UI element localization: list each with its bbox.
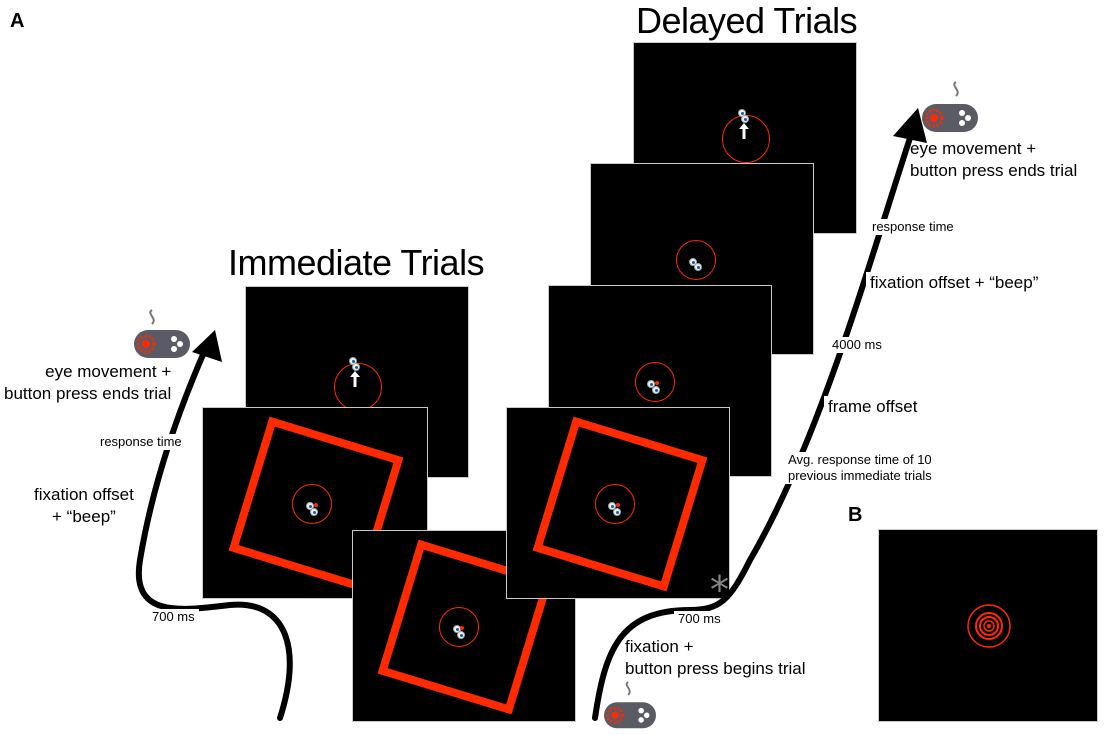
gamepad-icon — [604, 681, 656, 729]
panel-b-frame — [878, 529, 1098, 722]
concentric-fixation-target — [967, 604, 1011, 648]
fixation-ring — [676, 240, 716, 280]
fixation-point — [616, 503, 620, 507]
eyes-icon — [608, 502, 616, 510]
delayed-700ms-label: 700 ms — [674, 611, 725, 627]
delayed-frame-offset-label: frame offset — [824, 396, 922, 418]
delayed-trials-title: Delayed Trials — [636, 0, 858, 41]
panel-label-b: B — [848, 504, 863, 526]
immediate-700ms-label: 700 ms — [148, 609, 199, 625]
fixation-ring — [595, 484, 635, 524]
asterisk-marker: * — [710, 568, 729, 612]
delayed-avg-response-label: Avg. response time of 10 previous immedi… — [784, 452, 936, 484]
fixation-ring — [292, 484, 332, 524]
fixation-point — [460, 626, 464, 630]
eyes-icon — [689, 258, 697, 266]
gamepad-icon — [134, 309, 190, 358]
eyes-icon — [647, 380, 655, 388]
immediate-response-time-label: response time — [96, 434, 186, 450]
arrow-up-icon — [739, 123, 749, 139]
delayed-fixation-offset-label: fixation offset + “beep” — [866, 272, 1043, 294]
delayed-end-label: eye movement + button press ends trial — [910, 139, 1078, 180]
panel-label-a: A — [10, 10, 25, 32]
delayed-4000ms-label: 4000 ms — [828, 337, 886, 353]
gamepad-icon — [922, 81, 978, 132]
fixation-ring — [635, 362, 675, 402]
immediate-fixation-offset-label: fixation offset + “beep” — [30, 484, 138, 528]
immediate-trials-title: Immediate Trials — [228, 242, 485, 283]
arrow-up-icon — [350, 371, 360, 387]
delayed-frame-fixation — [506, 407, 730, 599]
fixation-point — [655, 381, 659, 385]
delayed-response-time-label: response time — [868, 219, 958, 235]
immediate-end-label: eye movement + button press ends trial — [4, 362, 172, 403]
fixation-point — [314, 503, 318, 507]
fixation-ring — [439, 607, 479, 647]
delayed-begin-label: fixation + button press begins trial — [625, 637, 806, 678]
